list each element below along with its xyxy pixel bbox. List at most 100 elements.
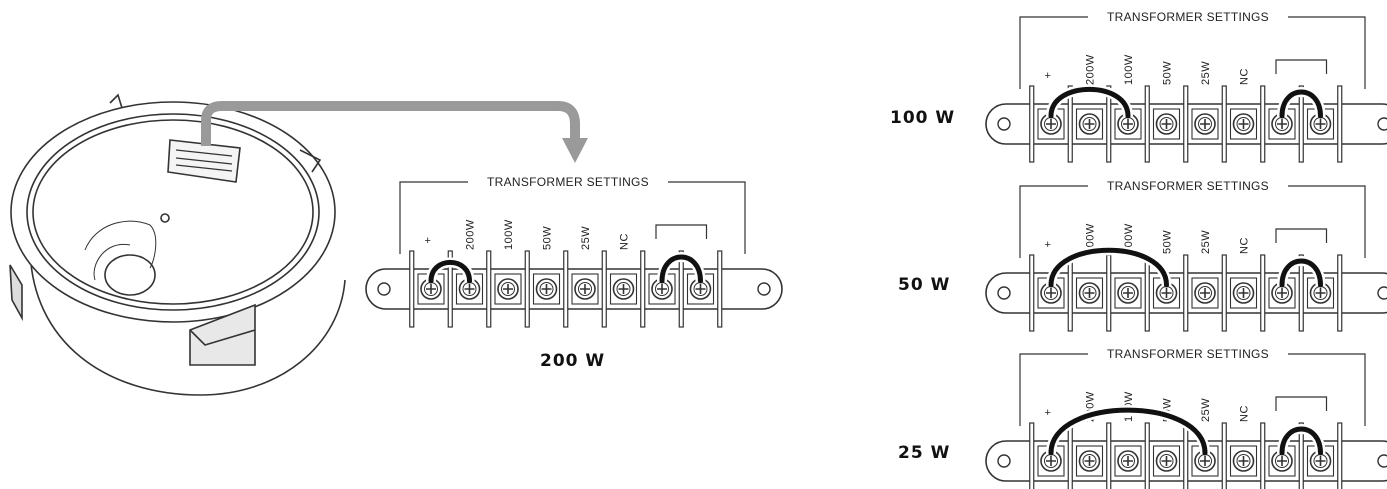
terminal-screw-3 (1152, 445, 1181, 477)
barrier-rib (1183, 422, 1189, 489)
terminal-screw-4 (1191, 108, 1219, 140)
terminal-label: 25W (1200, 61, 1212, 85)
mounting-hole-icon (997, 286, 1011, 300)
fixed-jumper-wire (659, 254, 703, 284)
terminal-screw-3 (532, 273, 561, 305)
mounting-hole-icon (997, 454, 1011, 468)
fixed-jumper-wire (1279, 89, 1323, 119)
mounting-hole-icon (997, 117, 1011, 131)
terminal-screw-0 (417, 273, 445, 305)
jumper-wire (428, 259, 472, 284)
terminal-label: NC (619, 233, 631, 250)
fixed-jumper-wire (1279, 426, 1323, 456)
mounting-hole-icon (1377, 454, 1387, 468)
terminal-screw-1 (1075, 108, 1104, 140)
barrier-rib (1260, 85, 1266, 163)
mounting-hole-icon (1377, 286, 1387, 300)
terminal-label: 25W (580, 226, 592, 250)
jumper-wire (1048, 247, 1169, 288)
terminal-label: NC (1239, 237, 1251, 254)
terminal-label: 50W (542, 226, 554, 250)
barrier-rib (1337, 85, 1343, 163)
terminal-screw-7 (1306, 277, 1335, 309)
terminal-screw-1 (1075, 277, 1104, 309)
terminal-label: NC (1239, 68, 1251, 85)
speaker-can-illustration (9, 93, 346, 396)
terminal-label: + (425, 235, 432, 247)
mounting-hole-icon (377, 282, 391, 296)
barrier-rib (1067, 422, 1073, 489)
barrier-rib (717, 250, 723, 328)
terminal-screw-3 (1152, 108, 1181, 140)
terminal-screw-1 (1075, 445, 1104, 477)
barrier-rib (1029, 422, 1035, 489)
terminal-label: 100W (1123, 54, 1135, 85)
barrier-rib (1221, 85, 1227, 163)
nc-bracket (1275, 396, 1328, 411)
terminal-label: 100W (503, 219, 515, 250)
barrier-rib (640, 250, 646, 328)
barrier-rib (1221, 254, 1227, 332)
barrier-rib (1298, 254, 1304, 332)
barrier-rib (1183, 254, 1189, 332)
terminal-board-main: TRANSFORMER SETTINGS +200W 100W 50W 25W NC 200… (365, 174, 783, 371)
board-caption: 100 W (890, 108, 955, 128)
barrier-rib (486, 250, 492, 328)
terminal-label: 25W (1200, 230, 1212, 254)
barrier-rib (678, 250, 684, 328)
barrier-rib (1260, 254, 1266, 332)
barrier-rib (1337, 254, 1343, 332)
terminal-screw-4 (1191, 277, 1219, 309)
settings-bracket (399, 181, 746, 254)
terminal-label: NC (1239, 405, 1251, 422)
terminal-label: 100W (1123, 223, 1135, 254)
board-caption: 50 W (898, 275, 950, 295)
barrier-rib (1221, 422, 1227, 489)
terminal-label: 200W (465, 219, 477, 250)
terminal-screw-6 (648, 273, 676, 305)
barrier-rib (1260, 422, 1266, 489)
jumper-wire (1048, 407, 1208, 456)
settings-bracket (1019, 185, 1366, 258)
barrier-rib (1144, 254, 1150, 332)
barrier-rib (447, 250, 453, 328)
routing-arrow (201, 101, 588, 163)
terminal-label: + (1045, 407, 1052, 419)
board-title: TRANSFORMER SETTINGS (1107, 347, 1269, 361)
fixed-jumper-wire (1279, 258, 1323, 288)
terminal-screw-5 (1229, 277, 1258, 309)
board-title: TRANSFORMER SETTINGS (1107, 179, 1269, 193)
barrier-rib (1106, 85, 1112, 163)
barrier-rib (1144, 422, 1150, 489)
settings-bracket (1019, 16, 1366, 89)
barrier-rib (1106, 422, 1112, 489)
barrier-rib (601, 250, 607, 328)
barrier-rib (1029, 254, 1035, 332)
nc-bracket (1275, 228, 1328, 243)
barrier-rib (1183, 85, 1189, 163)
terminal-screw-6 (1268, 445, 1296, 477)
terminal-label: 50W (1162, 61, 1174, 85)
barrier-rib (1106, 254, 1112, 332)
barrier-rib (409, 250, 415, 328)
barrier-rib (1144, 85, 1150, 163)
terminal-screw-2 (1114, 445, 1142, 477)
barrier-rib (1029, 85, 1035, 163)
terminal-label: 25W (1200, 398, 1212, 422)
terminal-screw-5 (609, 273, 638, 305)
board-caption: 200 W (540, 351, 605, 371)
arrow-head-icon (562, 138, 588, 163)
barrier-rib (1298, 422, 1304, 489)
mounting-hole-icon (757, 282, 771, 296)
terminal-label: + (1045, 70, 1052, 82)
terminal-screw-2 (494, 273, 522, 305)
board-title: TRANSFORMER SETTINGS (487, 175, 649, 189)
nc-bracket (1275, 59, 1328, 74)
barrier-rib (1067, 85, 1073, 163)
barrier-rib (1337, 422, 1343, 489)
terminal-label: 50W (1162, 230, 1174, 254)
